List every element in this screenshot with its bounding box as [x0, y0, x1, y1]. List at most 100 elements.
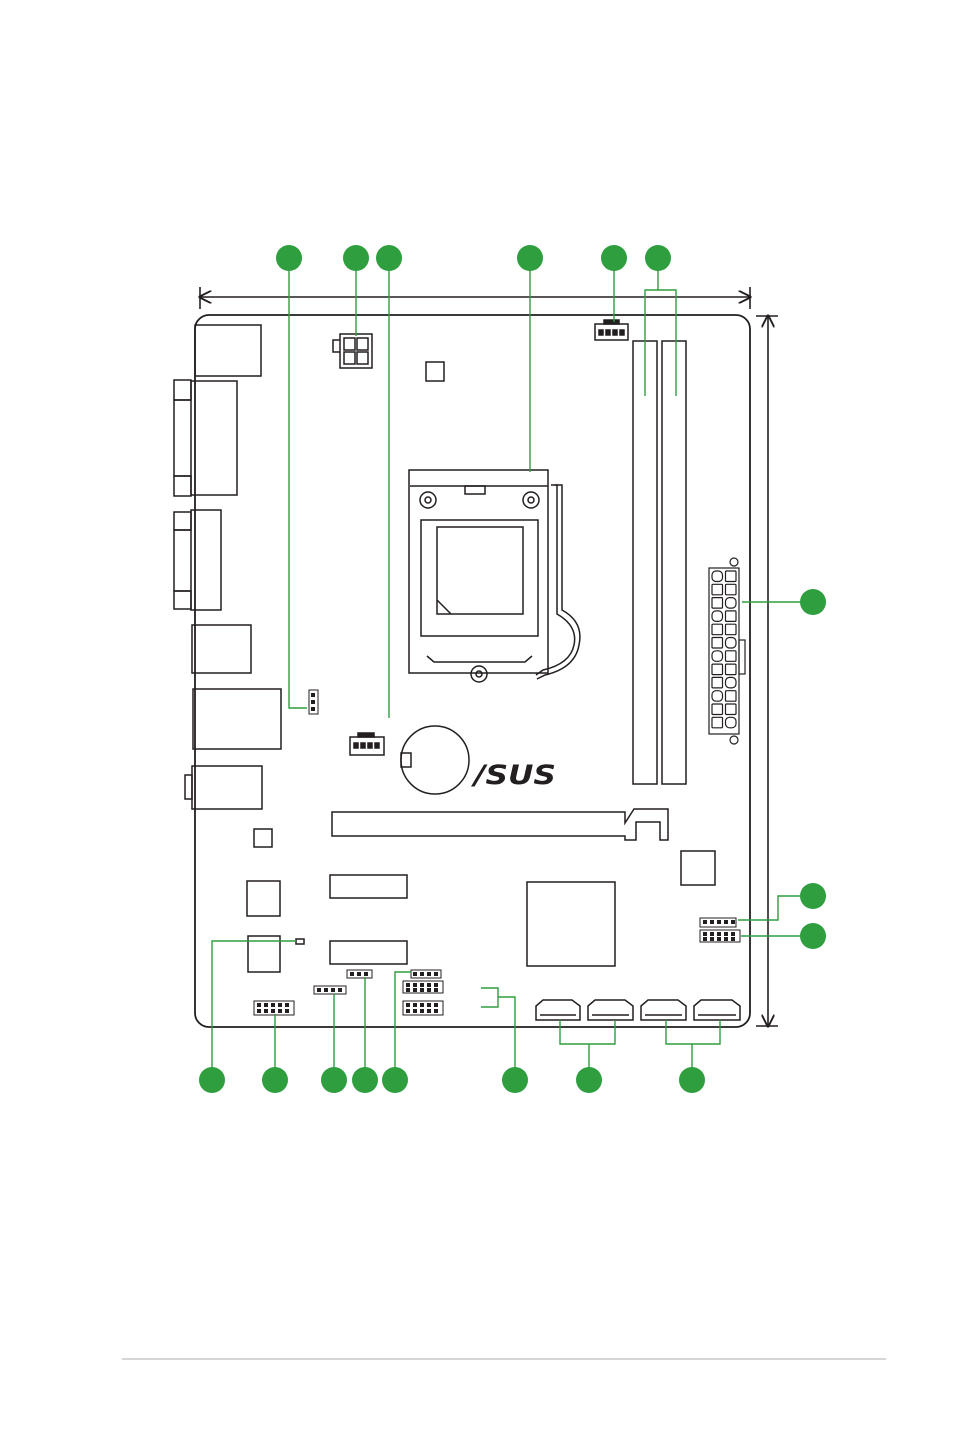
header-pin — [406, 988, 410, 992]
header-pin — [413, 1003, 417, 1007]
header-pin — [413, 972, 417, 976]
power-pin — [712, 677, 723, 688]
power-pin — [712, 584, 723, 595]
header-pin — [427, 1003, 431, 1007]
header-pin — [420, 988, 424, 992]
header-pin — [703, 937, 707, 941]
header-pin — [427, 1009, 431, 1013]
header-pin — [285, 1003, 289, 1007]
callout-marker-right-2 — [800, 883, 826, 909]
header-pin — [413, 1009, 417, 1013]
power-pin — [712, 598, 723, 609]
chipset-led — [296, 939, 304, 944]
io-dvi-port — [174, 510, 221, 610]
power-pin — [726, 611, 737, 622]
header-pin — [264, 1003, 268, 1007]
header-pin — [717, 920, 721, 924]
header-pin — [406, 983, 410, 987]
header-pin — [271, 1009, 275, 1013]
header-pin — [427, 988, 431, 992]
callout-marker-bottom-6 — [502, 1067, 528, 1093]
header-pin — [420, 972, 424, 976]
power-pin — [712, 691, 723, 702]
io-lan-usb-port — [193, 689, 281, 749]
power-pin — [726, 704, 737, 715]
pcie-x16-slot — [332, 809, 668, 840]
lan-chip — [247, 881, 280, 916]
power-pin — [712, 651, 723, 662]
header-pin — [406, 1003, 410, 1007]
header-pin — [317, 988, 321, 992]
sata-connector-4 — [694, 1000, 740, 1020]
header-pin — [264, 1009, 268, 1013]
power-pin — [726, 584, 737, 595]
pcie-x1-slot-1 — [330, 875, 407, 898]
callout-marker-top-6 — [645, 245, 671, 271]
pcie-x1-slot-2 — [330, 941, 407, 964]
power-pin — [712, 611, 723, 622]
header-pin — [710, 920, 714, 924]
power-pin — [712, 638, 723, 649]
sata-connector-1 — [536, 1000, 580, 1020]
sata-connector-2 — [588, 1000, 633, 1020]
callout-marker-top-5 — [601, 245, 627, 271]
callout-marker-right-3 — [800, 923, 826, 949]
footer-rule — [122, 1358, 886, 1360]
power-pin — [726, 691, 737, 702]
panel-header — [403, 970, 443, 1015]
header-pin — [434, 988, 438, 992]
io-usb-port — [192, 625, 251, 673]
header-pin — [434, 1003, 438, 1007]
header-pin — [413, 988, 417, 992]
io-audio-port — [185, 766, 262, 809]
atx-24pin-power-connector — [709, 558, 745, 744]
small-chip — [426, 362, 444, 381]
power-pin — [726, 717, 737, 728]
header-pin — [311, 700, 315, 704]
callout-marker-top-4 — [517, 245, 543, 271]
callout-marker-right-1 — [800, 589, 826, 615]
header-pin — [427, 983, 431, 987]
header-pin — [311, 707, 315, 711]
header-pin — [413, 983, 417, 987]
super-io-chip — [681, 851, 715, 885]
callout-markers — [199, 245, 826, 1093]
header-pin — [427, 972, 431, 976]
io-ps2-port — [195, 325, 261, 376]
header-pin — [357, 972, 361, 976]
atx-12v-power-connector — [333, 334, 372, 368]
power-pin — [726, 598, 737, 609]
header-pin — [271, 1003, 275, 1007]
callout-marker-bottom-4 — [352, 1067, 378, 1093]
power-pin — [712, 704, 723, 715]
header-pin — [278, 1003, 282, 1007]
chassis-fan-header — [350, 733, 384, 755]
asus-logo: /SUS — [471, 760, 556, 791]
callout-marker-bottom-7 — [576, 1067, 602, 1093]
power-pin — [726, 638, 737, 649]
power-pin — [726, 677, 737, 688]
callout-marker-bottom-2 — [262, 1067, 288, 1093]
header-pin — [703, 920, 707, 924]
header-pin — [434, 1009, 438, 1013]
board-outline — [195, 315, 750, 1027]
header-pin — [338, 988, 342, 992]
header-pin — [420, 1003, 424, 1007]
header-pin — [278, 1009, 282, 1013]
power-pin — [726, 651, 737, 662]
header-pin — [434, 972, 438, 976]
io-vga-port — [174, 380, 237, 496]
header-pin — [420, 1009, 424, 1013]
chipset-heatsink — [527, 882, 615, 966]
header-pin — [331, 988, 335, 992]
header-pin — [724, 932, 728, 936]
power-pin — [712, 571, 723, 582]
dimm-slot-b1 — [662, 341, 686, 784]
power-pin — [726, 624, 737, 635]
header-pin — [717, 937, 721, 941]
power-pin — [712, 717, 723, 728]
header-pin — [257, 1003, 261, 1007]
power-pin — [712, 664, 723, 675]
callout-marker-bottom-1 — [199, 1067, 225, 1093]
